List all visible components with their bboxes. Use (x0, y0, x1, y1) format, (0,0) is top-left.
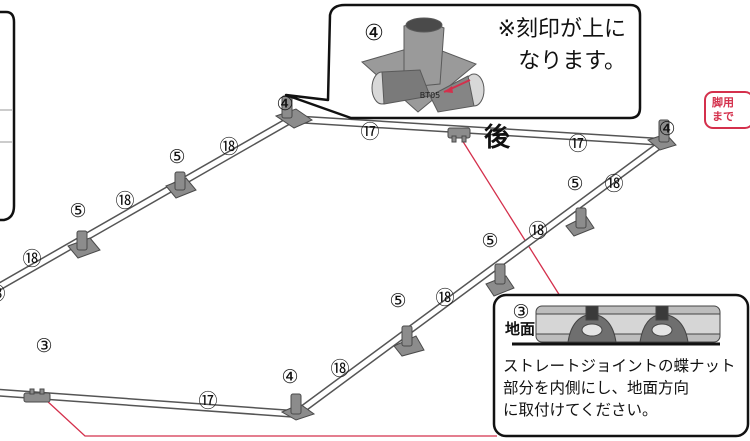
pipe-left-side (0, 115, 296, 291)
side-tag-line-2: まで (712, 110, 734, 123)
ground-label: 地面 (505, 320, 536, 338)
joint-instruction-line-3: に取付けてください。 (503, 401, 658, 419)
part-label-2: ⑰ (360, 121, 379, 143)
pipe-right-side (292, 138, 668, 418)
leader-line-rear-joint (461, 139, 561, 297)
part-label-14: ⑤ (481, 230, 498, 252)
part-label-15: ⑱ (528, 220, 547, 242)
corner-joint-front-right (280, 393, 316, 421)
straight-joint-rear (447, 127, 471, 143)
leg-joint-right-middle (485, 263, 515, 297)
pipe-rear (288, 115, 668, 146)
part-label-17: ⑱ (435, 287, 454, 309)
part-label-12: ⑤ (566, 173, 583, 195)
part-label-4: ⑰ (568, 133, 587, 155)
part-label-16: ⑤ (389, 290, 406, 312)
corner-joint-rear-left (274, 95, 314, 129)
straight-joint-front (23, 388, 51, 403)
part-label-18: ③ (35, 335, 52, 357)
side-tag: 脚用 まで (704, 91, 750, 129)
part-label-10: ⑱ (22, 248, 41, 270)
corner-joint-rear-right (646, 119, 677, 151)
joints (23, 95, 677, 421)
part-label-13: ⑱ (604, 173, 623, 195)
bottom-callout-part-number: ③ (512, 301, 529, 323)
engraving-note-line-1: ※刻印が上に (497, 17, 626, 42)
engraving-text: BT05 (420, 91, 441, 100)
part-label-1: ④ (276, 93, 293, 115)
joint-instruction-text: ストレートジョイントの蝶ナット 部分を内側にし、地面方向 に取付けてください。 (503, 355, 748, 421)
part-label-6: ⑱ (219, 136, 238, 158)
leg-joint-left-upper (165, 171, 197, 199)
leader-line-front-joint (45, 399, 497, 437)
part-label-7: ⑤ (168, 146, 185, 168)
part-label-19: ⑰ (198, 390, 217, 412)
part-label-11: ⑱ (0, 283, 6, 305)
leader-lines (45, 139, 561, 437)
top-callout-part-number: ④ (364, 21, 384, 46)
part-label-9: ⑤ (69, 200, 86, 222)
joint-instruction-line-1: ストレートジョイントの蝶ナット (503, 357, 736, 375)
left-callout-box (0, 10, 16, 222)
joint-instruction-line-2: 部分を内側にし、地面方向 (503, 379, 690, 397)
part-label-21: ⑱ (330, 358, 349, 380)
rear-side-label: 後 (484, 123, 511, 153)
side-tag-line-1: 脚用 (712, 96, 734, 109)
straight-joint-illustration (535, 305, 721, 343)
corner-joint-illustration (360, 17, 485, 113)
part-label-5: ④ (658, 118, 675, 140)
leg-joint-right-lower (393, 325, 425, 357)
leg-joint-left-lower (67, 230, 101, 259)
engraving-note-line-2: なります。 (518, 49, 626, 74)
part-labels: ④⑰③⑰④⑱⑤⑱⑤⑱⑱⑤⑱⑤⑱⑤⑱③⑰④⑱ (0, 93, 676, 412)
part-label-20: ④ (281, 366, 298, 388)
bottom-callout: ③ (492, 293, 750, 438)
part-label-8: ⑱ (115, 190, 134, 212)
top-callout: ④ BT05 (284, 3, 642, 120)
leg-joint-right-upper (565, 207, 595, 237)
engraving-note: ※刻印が上に なります。 (456, 14, 626, 78)
